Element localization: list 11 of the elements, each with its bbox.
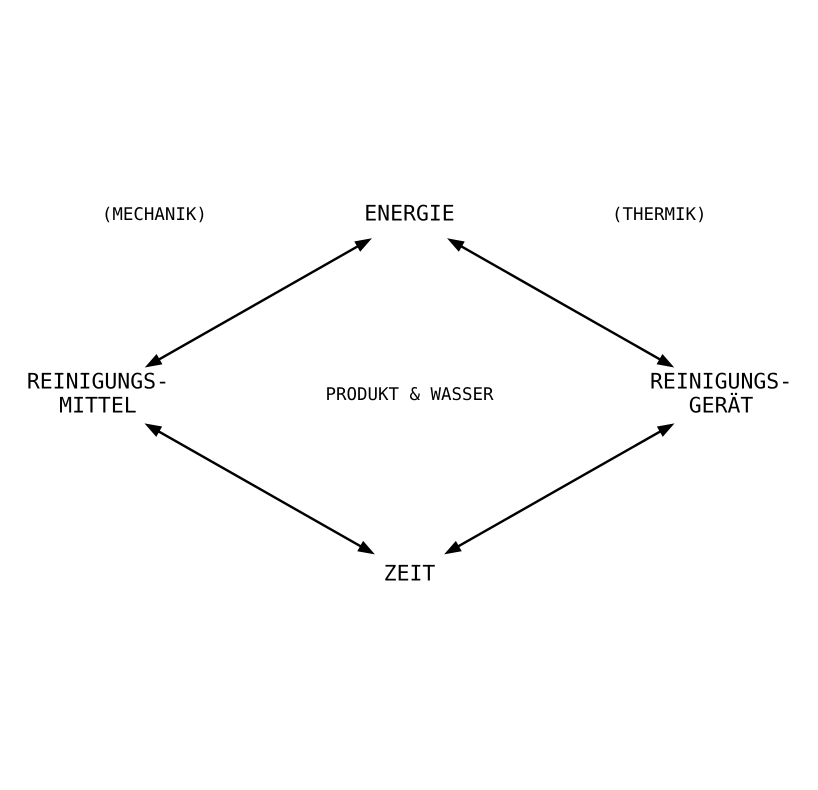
- label: (THERMIK): [612, 204, 706, 225]
- node-text: ZEIT: [383, 561, 435, 586]
- label: (MECHANIK): [101, 204, 206, 225]
- node-text: REINIGUNGS- GERÄT: [649, 369, 792, 418]
- node-text: ENERGIE: [364, 201, 454, 226]
- node-text: REINIGUNGS- MITTEL: [26, 369, 169, 418]
- arrow: [446, 238, 674, 367]
- label: PRODUKT & WASSER: [325, 384, 493, 405]
- arrow: [144, 422, 374, 554]
- arrow: [144, 238, 372, 367]
- arrow: [444, 422, 674, 554]
